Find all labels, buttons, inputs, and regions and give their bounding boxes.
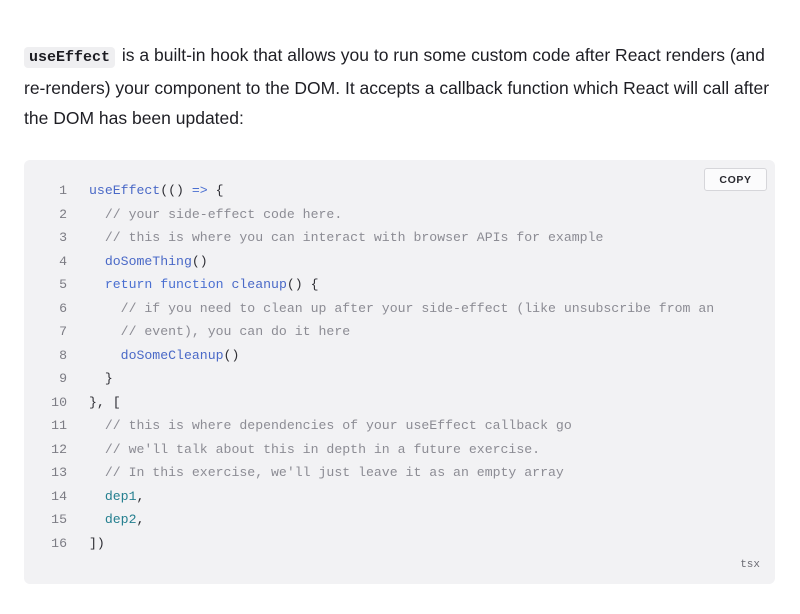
code-token: // we'll talk about this in depth in a f… <box>89 441 541 457</box>
code-line: 8 doSomeCleanup() <box>24 344 714 368</box>
line-number: 5 <box>59 277 67 292</box>
code-line: 1 useEffect(() => { <box>24 179 714 203</box>
code-line: 5 return function cleanup() { <box>24 273 714 297</box>
code-token: return <box>104 277 153 292</box>
code-line: 12 // we'll talk about this in depth in … <box>24 438 714 462</box>
code-line: 14 dep1, <box>24 485 714 509</box>
code-line: 6 // if you need to clean up after your … <box>24 297 714 321</box>
code-token: function <box>160 277 224 292</box>
code-text: doSomeCleanup() <box>89 344 240 368</box>
line-number: 4 <box>59 253 67 269</box>
copy-button[interactable]: COPY <box>704 168 767 191</box>
code-text: // your side-effect code here. <box>89 203 342 227</box>
line-number: 8 <box>59 347 67 363</box>
code-token: doSomeThing <box>104 253 192 269</box>
line-number: 10 <box>51 394 67 410</box>
code-line: 9 } <box>24 367 714 391</box>
code-text: // if you need to clean up after your si… <box>89 297 715 321</box>
code-token <box>89 489 105 504</box>
code-line: 7 // event), you can do it here <box>24 320 714 344</box>
code-token: cleanup <box>231 277 287 292</box>
code-line: 13 // In this exercise, we'll just leave… <box>24 461 714 485</box>
line-number: 2 <box>59 206 67 222</box>
line-number: 1 <box>59 183 67 198</box>
code-line: 3 // this is where you can interact with… <box>24 226 714 250</box>
line-number: 7 <box>59 324 67 339</box>
code-token: // your side-effect code here. <box>89 206 343 222</box>
code-token: () { <box>286 277 319 292</box>
code-text: // this is where dependencies of your us… <box>89 414 572 438</box>
code-text: // In this exercise, we'll just leave it… <box>89 461 564 485</box>
code-text: } <box>89 367 113 391</box>
code-line: 11 // this is where dependencies of your… <box>24 414 714 438</box>
code-token <box>89 254 105 269</box>
code-token: dep1 <box>104 488 137 504</box>
line-number: 9 <box>59 371 67 386</box>
code-token: // if you need to clean up after your si… <box>89 300 715 316</box>
code-line: 15 dep2, <box>24 508 714 532</box>
code-line: 4 doSomeThing() <box>24 250 714 274</box>
line-number: 3 <box>59 230 67 245</box>
code-token: (() <box>160 183 192 198</box>
intro-paragraph: useEffect is a built-in hook that allows… <box>24 40 784 133</box>
code-token: useEffect <box>89 183 161 198</box>
language-label: tsx <box>740 559 760 571</box>
code-token: // event), you can do it here <box>89 324 351 339</box>
code-token: , <box>136 488 145 504</box>
code-token <box>89 348 121 363</box>
line-number: 6 <box>59 300 67 316</box>
code-token: () <box>191 253 208 269</box>
code-text: // event), you can do it here <box>89 320 351 344</box>
line-number: 12 <box>51 441 67 457</box>
code-line: 16]) <box>24 532 714 556</box>
line-number: 16 <box>51 535 67 551</box>
code-token: dep2 <box>104 512 137 527</box>
line-number: 15 <box>51 512 67 527</box>
code-token: , <box>136 512 145 527</box>
code-token: doSomeCleanup <box>120 347 224 363</box>
code-token: // this is where you can interact with b… <box>89 230 604 245</box>
code-token: { <box>207 183 224 198</box>
inline-code-term: useEffect <box>24 47 116 68</box>
code-text: doSomeThing() <box>89 250 208 274</box>
code-token: () <box>223 347 240 363</box>
code-text: }, [ <box>89 391 121 415</box>
code-token: }, [ <box>89 394 121 410</box>
intro-text: is a built-in hook that allows you to ru… <box>24 45 770 128</box>
code-text: useEffect(() => { <box>89 179 224 203</box>
code-token: } <box>89 371 113 386</box>
code-token <box>89 277 105 292</box>
code-token: => <box>191 183 208 198</box>
code-text: // we'll talk about this in depth in a f… <box>89 438 540 462</box>
code-token <box>89 512 105 527</box>
line-number: 11 <box>51 418 67 433</box>
code-line: 2 // your side-effect code here. <box>24 203 714 227</box>
code-token: // In this exercise, we'll just leave it… <box>89 465 564 480</box>
code-text: // this is where you can interact with b… <box>89 226 604 250</box>
code-token: ]) <box>89 535 105 551</box>
code-line: 10 }, [ <box>24 391 714 415</box>
code-token: // this is where dependencies of your us… <box>89 418 572 433</box>
line-number: 14 <box>51 488 67 504</box>
line-number: 13 <box>51 465 67 480</box>
code-text: return function cleanup() { <box>89 273 319 297</box>
code-text: ]) <box>89 532 105 556</box>
code-text: dep1, <box>89 485 145 509</box>
code-text: dep2, <box>89 508 145 532</box>
